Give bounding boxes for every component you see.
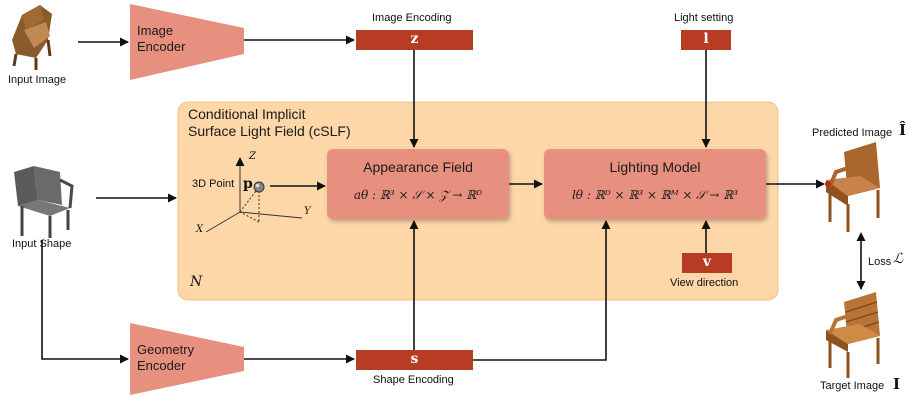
coordinate-axes	[205, 157, 303, 233]
light-setting-vector	[681, 30, 731, 50]
predicted-image-label: Predicted Image	[812, 127, 893, 139]
input-image-label: Input Image	[8, 74, 67, 86]
geometry-encoder-label-line2: Encoder	[137, 358, 186, 373]
appearance-field-formula: aθ : ℝ³ × 𝒮 × 𝒵 → ℝᴰ	[353, 188, 483, 202]
shape-encoding-label: Shape Encoding	[373, 374, 454, 386]
cslf-title-line1: Conditional Implicit	[188, 106, 306, 122]
shape-encoding-vector	[356, 350, 473, 370]
image-encoding-label: Image Encoding	[372, 12, 452, 24]
geometry-encoder-label: Geometry Encoder	[137, 342, 194, 374]
lighting-model-box	[544, 149, 766, 219]
predicted-image-chair	[825, 142, 880, 232]
predicted-image-symbol: Î	[899, 121, 907, 139]
input-shape-chair	[14, 166, 74, 238]
lighting-model-formula: lθ : ℝᴰ × ℝ³ × ℝᴹ × 𝒮 → ℝ³	[571, 188, 739, 202]
arrow-shape-to-geometry-encoder	[41, 240, 129, 364]
image-encoder-block	[130, 4, 244, 80]
target-image-label: Target Image	[820, 380, 885, 392]
image-encoder-label-line1: Image	[137, 23, 174, 38]
lighting-model-title: Lighting Model	[609, 159, 701, 175]
view-direction-vector	[682, 253, 732, 273]
axis-z-label: Z	[249, 151, 256, 162]
image-encoding-vector	[356, 30, 473, 50]
point-sphere	[253, 181, 265, 193]
target-image-symbol: I	[893, 375, 901, 393]
point-symbol: p	[243, 176, 253, 192]
image-encoder-label-line2: Encoder	[137, 39, 186, 54]
loss-label: Loss	[868, 256, 892, 268]
appearance-field-title: Appearance Field	[363, 159, 473, 175]
axis-y-label: Y	[304, 206, 311, 217]
view-direction-label: View direction	[670, 277, 739, 289]
point-label: 3D Point	[192, 178, 235, 190]
view-direction-symbol: v	[702, 254, 712, 270]
n-label: N	[190, 274, 203, 290]
input-image-chair	[12, 5, 52, 70]
light-setting-label: Light setting	[674, 12, 734, 24]
image-encoding-symbol: z	[410, 31, 419, 47]
input-shape-label: Input Shape	[12, 238, 72, 250]
image-encoder-label: Image Encoder	[137, 23, 185, 55]
axis-x-label: X	[196, 224, 204, 235]
cslf-title-line2: Surface Light Field (cSLF)	[188, 123, 351, 139]
appearance-field-box	[327, 149, 509, 219]
arrow-s-to-lighting	[473, 220, 611, 361]
cslf-title: Conditional Implicit Surface Light Field…	[188, 106, 351, 140]
geometry-encoder-block	[130, 323, 244, 395]
shape-encoding-symbol: s	[410, 351, 419, 367]
loss-symbol: ℒ	[893, 251, 904, 267]
geometry-encoder-label-line1: Geometry	[137, 342, 195, 357]
light-setting-symbol: l	[703, 31, 709, 47]
target-image-chair	[826, 292, 880, 378]
